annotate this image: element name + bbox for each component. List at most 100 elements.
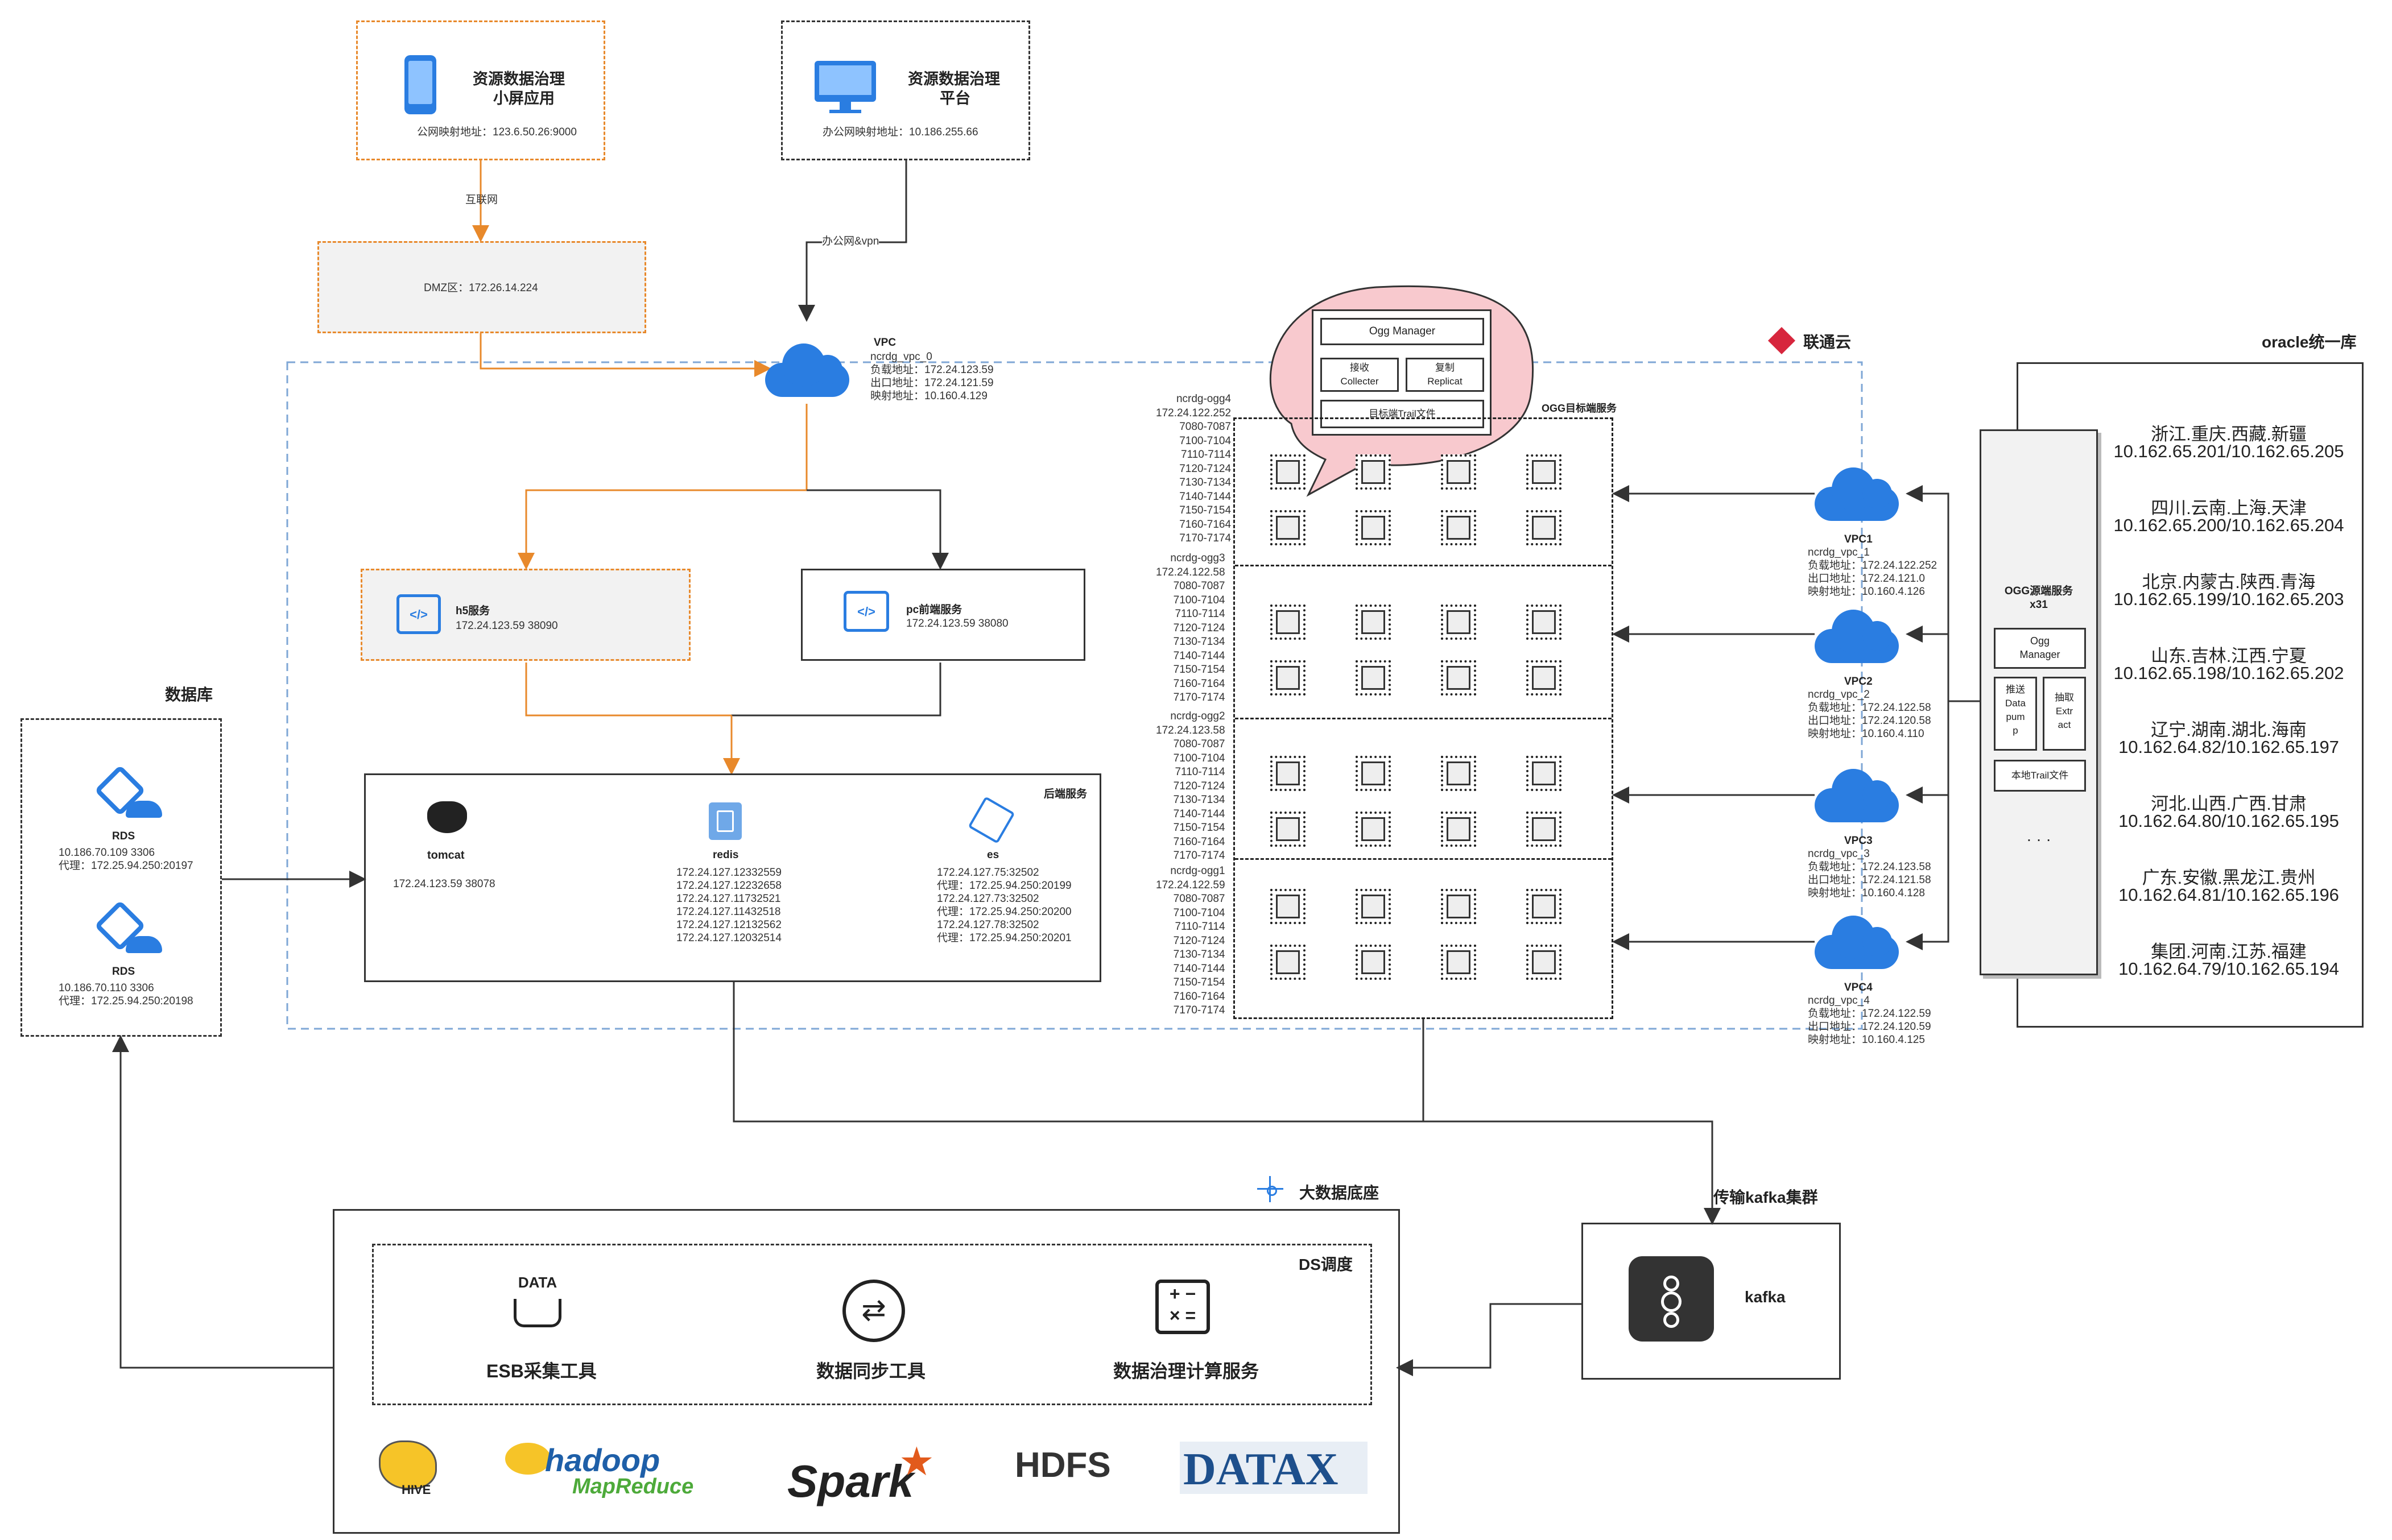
dmz-box[interactable]: DMZ区：172.26.14.224 [317,241,646,333]
vpc-title: VPC1 [1844,533,1873,545]
ogg-target-label: OGG目标端服务 [1542,403,1617,414]
vpc0-cloud-icon [765,340,849,397]
ogg-instance-icon[interactable] [1356,454,1391,490]
oracle-ips: 10.162.65.201/10.162.65.205 [2113,441,2344,461]
kafka-box[interactable]: kafka [1581,1223,1841,1380]
ogg-source-trail: 本地Trail文件 [1994,760,2086,792]
platform-address: 办公网映射地址：10.186.255.66 [823,126,978,138]
pc-address: 172.24.123.59 38080 [906,618,1009,630]
sync-icon: ⇄ [842,1280,905,1342]
ogg-target-container[interactable] [1233,417,1613,1019]
code-window-icon: </> [396,594,441,634]
oracle-region: 北京.内蒙古.陕西.青海 [2142,572,2316,592]
ogg-instance-icon[interactable] [1526,812,1561,847]
ogg-source-title: OGG源端服务 x31 [2004,585,2073,611]
ogg-instance-icon[interactable] [1441,889,1476,924]
es-cube-icon [968,796,1015,844]
backend-label: 后端服务 [1044,788,1088,800]
esb-tool-label: ESB采集工具 [486,1361,597,1381]
rds-title: RDS [112,830,135,842]
dmz-label: DMZ区：172.26.14.224 [424,282,538,294]
ogg-instance-icon[interactable] [1526,454,1561,490]
ogg-instance-icon[interactable] [1270,454,1306,490]
ds-label: DS调度 [1299,1256,1353,1273]
vpc-details: ncrdg_vpc_2 负载地址：172.24.122.58 出口地址：172.… [1808,689,1931,740]
oracle-label: oracle统一库 [2262,333,2357,351]
oracle-region: 山东.吉林.江西.宁夏 [2151,646,2307,666]
ogg-instance-icon[interactable] [1270,660,1306,696]
ogg-instance-icon[interactable] [1270,889,1306,924]
ogg-instance-icon[interactable] [1356,510,1391,545]
mobile-app-title-line2: 小屏应用 [493,90,555,107]
vpc-title: VPC4 [1844,982,1873,993]
es-title: es [987,849,999,861]
sync-tool-label: 数据同步工具 [816,1361,926,1381]
oracle-ips: 10.162.65.199/10.162.65.203 [2113,589,2344,609]
ogg-instance-icon[interactable] [1270,812,1306,847]
oracle-region: 集团.河南.江苏.福建 [2151,942,2307,962]
mobile-app-box[interactable]: 资源数据治理 小屏应用 公网映射地址：123.6.50.26:9000 [356,20,605,160]
ogg-instance-icon[interactable] [1441,756,1476,791]
vpc0-details: ncrdg_vpc_0 负载地址：172.24.123.59 出口地址：172.… [870,351,994,402]
h5-address: 172.24.123.59 38090 [456,620,558,632]
oracle-ips: 10.162.64.80/10.162.65.195 [2118,811,2339,831]
kafka-label: kafka [1745,1288,1786,1306]
ogg-instance-icon[interactable] [1356,945,1391,980]
ogg-instance-icon[interactable] [1270,605,1306,640]
code-window-icon: </> [844,591,889,632]
oracle-region: 浙江.重庆.西藏.新疆 [2151,424,2307,444]
ogg-instance-icon[interactable] [1526,660,1561,696]
ogg-instance-icon[interactable] [1356,660,1391,696]
ogg-group-label: ncrdg-ogg3 172.24.122.58 7080-7087 7100-… [1156,552,1225,703]
platform-box[interactable]: 资源数据治理 平台 办公网映射地址：10.186.255.66 [781,20,1030,160]
rds-icon [94,900,166,959]
ogg-instance-icon[interactable] [1441,454,1476,490]
vpc-cloud-icon [1815,912,1899,969]
ogg-instance-icon[interactable] [1526,756,1561,791]
ogg-source-box[interactable]: OGG源端服务 x31 Ogg Manager 推送 Data pum p 抽取… [1980,429,2098,975]
oracle-region: 四川.云南.上海.天津 [2151,498,2307,518]
ogg-instance-icon[interactable] [1526,510,1561,545]
ogg-instance-icon[interactable] [1441,812,1476,847]
ogg-instance-icon[interactable] [1526,945,1561,980]
ogg-instance-icon[interactable] [1526,605,1561,640]
ogg-instance-icon[interactable] [1441,945,1476,980]
unicom-cloud-label: 联通云 [1803,333,1852,351]
ogg-instance-icon[interactable] [1526,889,1561,924]
pc-frontend-box[interactable]: </> pc前端服务 172.24.123.59 38080 [801,569,1085,661]
callout-panel: Ogg Manager 接收 Collecter 复制 Replicat 目标端… [1312,309,1492,436]
ogg-instance-icon[interactable] [1270,510,1306,545]
ogg-instance-icon[interactable] [1441,605,1476,640]
vpc0-title: VPC [874,337,897,349]
h5-service-box[interactable]: </> h5服务 172.24.123.59 38090 [361,569,691,661]
oracle-ips: 10.162.64.82/10.162.65.197 [2118,737,2339,757]
ogg-instance-icon[interactable] [1356,756,1391,791]
platform-title-line1: 资源数据治理 [908,71,1000,88]
compute-tool-label: 数据治理计算服务 [1113,1361,1259,1381]
vpc-title: VPC2 [1844,676,1873,688]
ogg-group-label: ncrdg-ogg2 172.24.123.58 7080-7087 7100-… [1156,710,1225,862]
ogg-instance-icon[interactable] [1270,756,1306,791]
network-hub-icon [1257,1176,1283,1202]
database-label: 数据库 [165,686,213,703]
bigdata-box[interactable]: DS调度 DATA ESB采集工具 ⇄ 数据同步工具 + −× = 数据治理计算… [333,1209,1400,1534]
database-box[interactable]: RDS 10.186.70.109 3306 代理：172.25.94.250:… [20,718,222,1037]
es-addresses: 172.24.127.75:32502 代理：172.25.94.250:201… [937,867,1072,944]
ogg-instance-icon[interactable] [1441,660,1476,696]
vpc-cloud-icon [1815,606,1899,663]
oracle-ips: 10.162.64.79/10.162.65.194 [2118,959,2339,979]
ogg-source-more: · · · [2026,830,2051,848]
ogg-source-extract: 抽取 Extr act [2043,677,2086,751]
ogg-group-label: ncrdg-ogg4 172.24.122.252 7080-7087 7100… [1156,393,1232,544]
rds-details: 10.186.70.109 3306 代理：172.25.94.250:2019… [59,847,193,872]
ds-scheduler-box[interactable]: DS调度 DATA ESB采集工具 ⇄ 数据同步工具 + −× = 数据治理计算… [372,1244,1372,1405]
ogg-instance-icon[interactable] [1356,605,1391,640]
spark-logo: Spark ★ [787,1439,935,1506]
ogg-instance-icon[interactable] [1441,510,1476,545]
vpc-title: VPC3 [1844,835,1873,847]
backend-service-box[interactable]: 后端服务 tomcat 172.24.123.59 38078 redis 17… [364,773,1101,982]
ogg-instance-icon[interactable] [1356,889,1391,924]
ogg-instance-icon[interactable] [1356,812,1391,847]
ogg-instance-icon[interactable] [1270,945,1306,980]
